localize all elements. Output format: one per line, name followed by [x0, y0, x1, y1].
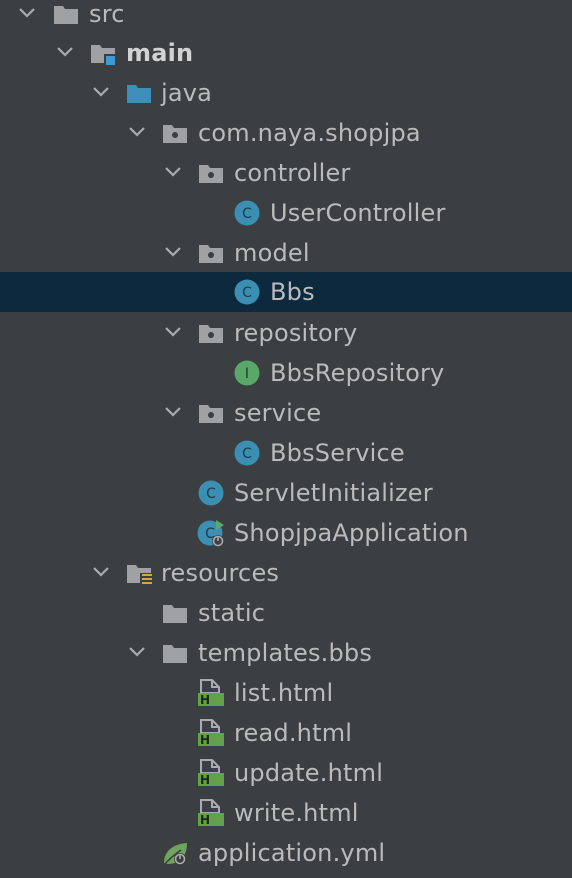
class-icon: C	[234, 279, 260, 305]
tree-row-package[interactable]: com.naya.shopjpa	[0, 113, 572, 153]
tree-row-update-html[interactable]: H update.html	[0, 753, 572, 793]
tree-item-label: BbsRepository	[270, 359, 445, 387]
package-icon	[199, 405, 223, 423]
class-icon: C	[234, 200, 260, 226]
tree-row-main[interactable]: main	[0, 33, 572, 73]
tree-item-label: main	[126, 39, 194, 67]
chevron-down-icon[interactable]	[160, 159, 186, 185]
tree-row-static[interactable]: static	[0, 593, 572, 633]
module-folder-icon	[91, 45, 116, 66]
tree-item-label: ServletInitializer	[234, 479, 433, 507]
tree-item-label: BbsService	[270, 439, 405, 467]
chevron-down-icon[interactable]	[124, 639, 150, 665]
tree-row-bbsservice[interactable]: C BbsService	[0, 433, 572, 473]
tree-item-label: com.naya.shopjpa	[198, 119, 421, 147]
tree-row-list-html[interactable]: H list.html	[0, 673, 572, 713]
tree-item-label: resources	[161, 559, 280, 587]
html-file-icon: H	[198, 719, 224, 747]
tree-row-application-yml[interactable]: application.yml	[0, 833, 572, 873]
interface-icon: I	[234, 360, 260, 386]
chevron-down-icon[interactable]	[160, 319, 186, 345]
tree-row-servletinitializer[interactable]: C ServletInitializer	[0, 473, 572, 513]
svg-text:H: H	[200, 773, 210, 787]
chevron-down-icon[interactable]	[88, 79, 114, 105]
tree-row-java[interactable]: java	[0, 73, 572, 113]
tree-item-label: update.html	[234, 759, 384, 787]
tree-row-model[interactable]: model	[0, 233, 572, 273]
tree-item-label: src	[89, 0, 125, 28]
tree-row-write-html[interactable]: H write.html	[0, 793, 572, 833]
tree-item-label: templates.bbs	[198, 639, 373, 667]
tree-row-read-html[interactable]: H read.html	[0, 713, 572, 753]
resources-folder-icon	[127, 565, 153, 587]
tree-item-label: java	[161, 79, 213, 107]
folder-icon	[163, 605, 187, 623]
tree-row-bbsrepository[interactable]: I BbsRepository	[0, 353, 572, 393]
tree-item-label: UserController	[270, 199, 446, 227]
chevron-down-icon[interactable]	[52, 39, 78, 65]
tree-item-label: repository	[234, 319, 358, 347]
package-icon	[199, 165, 223, 183]
tree-row-bbs-selected[interactable]: C Bbs	[0, 272, 572, 312]
html-file-icon: H	[198, 799, 224, 827]
chevron-down-icon[interactable]	[124, 119, 150, 145]
folder-icon	[54, 6, 78, 24]
folder-icon	[163, 645, 187, 663]
svg-text:I: I	[245, 366, 249, 382]
class-icon: C	[234, 440, 260, 466]
tree-row-controller[interactable]: controller	[0, 153, 572, 193]
tree-row-shopjpaapplication[interactable]: C ShopjpaApplication	[0, 513, 572, 553]
spring-leaf-icon	[163, 843, 187, 866]
tree-row-resources[interactable]: resources	[0, 553, 572, 593]
tree-row-repository[interactable]: repository	[0, 313, 572, 353]
svg-text:C: C	[242, 206, 252, 222]
tree-item-label: Bbs	[270, 278, 315, 306]
tree-item-label: model	[234, 239, 310, 267]
class-icon: C	[198, 480, 224, 506]
tree-row-service[interactable]: service	[0, 393, 572, 433]
chevron-down-icon[interactable]	[160, 399, 186, 425]
package-icon	[163, 125, 187, 143]
svg-text:H: H	[200, 813, 210, 827]
svg-text:C: C	[242, 446, 252, 462]
chevron-down-icon[interactable]	[88, 559, 114, 585]
source-folder-icon	[127, 85, 151, 103]
tree-row-usercontroller[interactable]: C UserController	[0, 193, 572, 233]
tree-row-templates[interactable]: templates.bbs	[0, 633, 572, 673]
tree-item-label: application.yml	[198, 839, 386, 867]
html-file-icon: H	[198, 759, 224, 787]
tree-item-label: read.html	[234, 719, 353, 747]
package-icon	[199, 245, 223, 263]
html-file-icon: H	[198, 679, 224, 707]
tree-item-label: controller	[234, 159, 351, 187]
package-icon	[199, 325, 223, 343]
svg-text:H: H	[200, 693, 210, 707]
tree-item-label: ShopjpaApplication	[234, 519, 469, 547]
chevron-down-icon[interactable]	[160, 239, 186, 265]
tree-item-label: service	[234, 399, 322, 427]
svg-text:C: C	[206, 486, 216, 502]
tree-row-src[interactable]: src	[0, 0, 572, 34]
chevron-down-icon[interactable]	[14, 0, 40, 26]
tree-item-label: write.html	[234, 799, 359, 827]
svg-text:C: C	[242, 285, 252, 301]
spring-boot-application-icon: C	[197, 520, 224, 547]
svg-text:H: H	[200, 733, 210, 747]
tree-item-label: list.html	[234, 679, 334, 707]
tree-item-label: static	[198, 599, 266, 627]
svg-text:C: C	[205, 526, 215, 542]
